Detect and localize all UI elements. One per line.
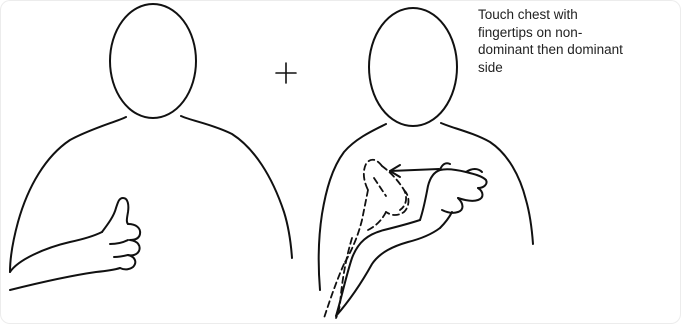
- left-figure: [10, 4, 292, 290]
- left-figure-forearm-lower: [10, 268, 120, 290]
- left-figure-torso: [10, 117, 126, 272]
- left-figure-forearm: [10, 232, 102, 272]
- left-figure-thumbs-up-hand: [102, 198, 140, 269]
- right-figure-hand: [420, 163, 487, 228]
- left-figure-torso-right: [181, 116, 292, 258]
- right-figure-head: [369, 8, 457, 126]
- instruction-text: Touch chest with fingertips on non- domi…: [478, 6, 678, 76]
- plus-symbol-lines: [276, 63, 296, 83]
- right-figure-torso-left: [319, 124, 386, 290]
- left-figure-head: [110, 4, 196, 118]
